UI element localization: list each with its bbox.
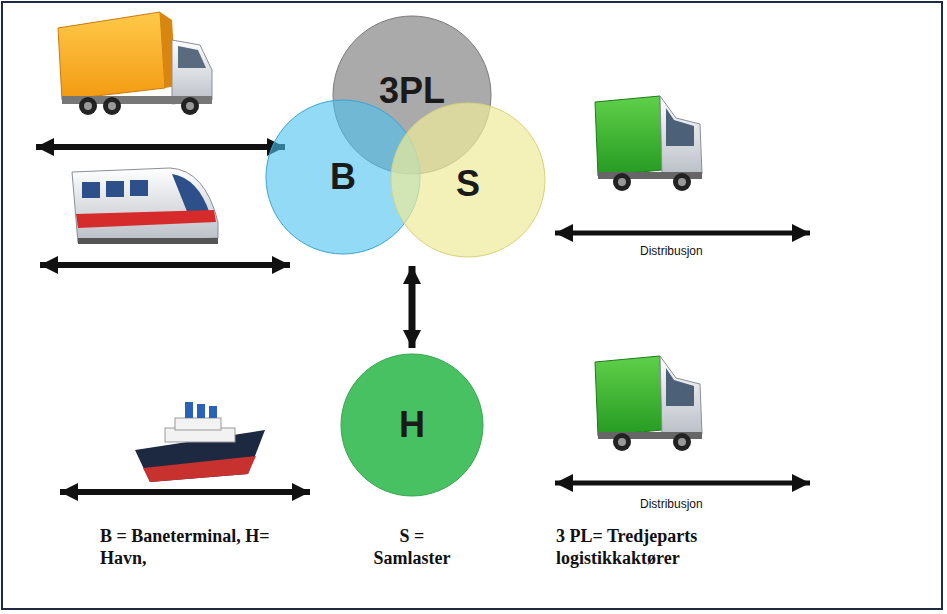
venn-circle: H xyxy=(340,353,484,497)
train-icon xyxy=(72,168,218,244)
arrow-caption: Distribusjon xyxy=(640,244,703,258)
truck-icon xyxy=(58,12,212,115)
circle-label: H xyxy=(399,404,425,446)
legend-note: B = Baneterminal, H= Havn, xyxy=(100,526,318,570)
double-arrow xyxy=(409,266,416,348)
ship-icon xyxy=(135,402,265,482)
circle-label: 3PL xyxy=(379,70,445,112)
venn-circle: S xyxy=(390,102,546,258)
arrow-caption: Distribusjon xyxy=(640,497,703,511)
truck-icon xyxy=(595,96,702,191)
circle-label: S xyxy=(456,163,480,205)
truck-icon xyxy=(595,356,702,451)
legend-note: S = Samlaster xyxy=(362,526,462,570)
legend-note: 3 PL= Tredjeparts logistikkaktører xyxy=(556,526,788,570)
circle-label: B xyxy=(330,156,356,198)
